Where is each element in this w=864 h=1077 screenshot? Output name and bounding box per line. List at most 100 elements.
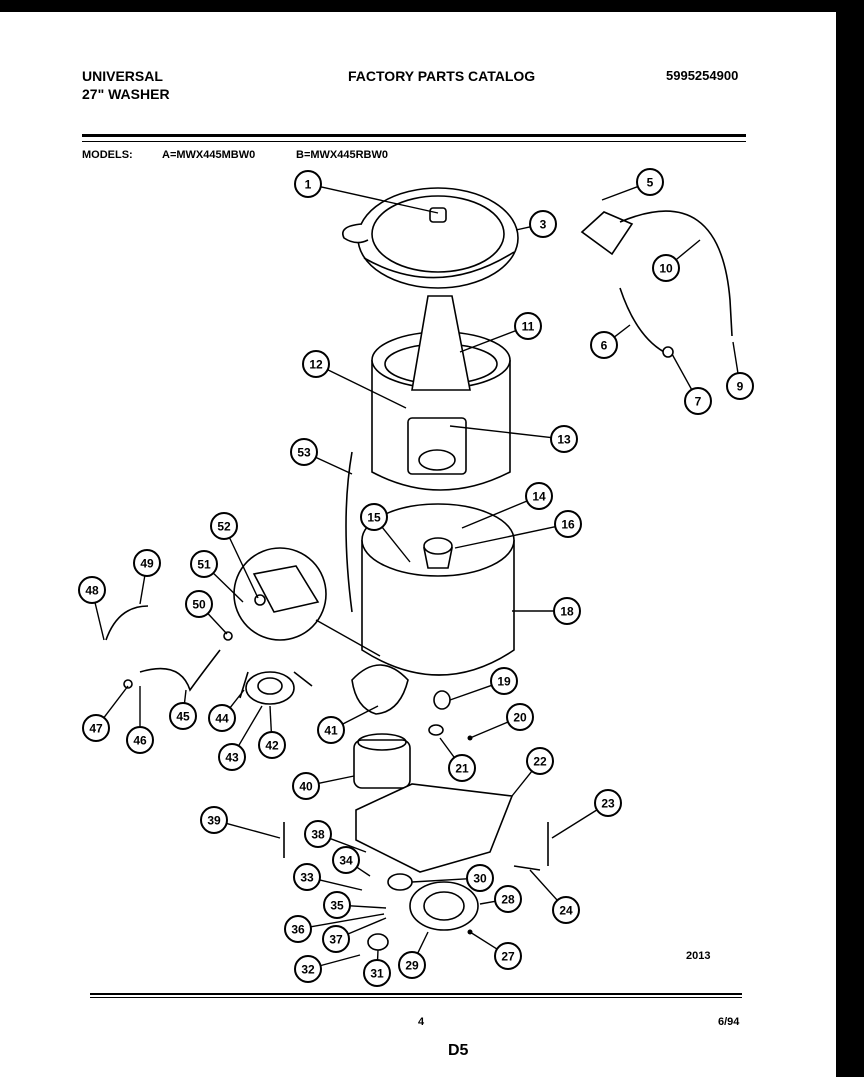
callout-circle-44 <box>208 704 236 732</box>
leader-line-13 <box>449 425 552 439</box>
callout-9: 9 <box>726 372 754 400</box>
callout-51: 51 <box>190 550 218 578</box>
leader-line-53 <box>315 456 353 475</box>
callout-number-44: 44 <box>215 712 229 726</box>
callout-number-27: 27 <box>501 950 515 964</box>
leader-line-33 <box>319 879 363 891</box>
section-code: D5 <box>448 1042 469 1059</box>
callout-circle-1 <box>294 170 322 198</box>
callout-number-45: 45 <box>176 710 190 724</box>
callout-number-19: 19 <box>497 675 511 689</box>
callout-circle-13 <box>550 425 578 453</box>
callout-35: 35 <box>323 891 351 919</box>
callout-number-30: 30 <box>473 872 487 886</box>
callout-1: 1 <box>294 170 322 198</box>
callout-circle-51 <box>190 550 218 578</box>
callout-38: 38 <box>304 820 332 848</box>
footer-rule-thick <box>90 993 742 995</box>
leader-line-35 <box>349 905 387 909</box>
leader-line-49 <box>139 575 146 605</box>
callout-31: 31 <box>363 959 391 987</box>
callout-circle-42 <box>258 731 286 759</box>
callout-number-43: 43 <box>225 751 239 765</box>
leader-line-12 <box>327 369 407 409</box>
callout-circle-7 <box>684 387 712 415</box>
callout-number-49: 49 <box>140 557 154 571</box>
callout-53: 53 <box>290 438 318 466</box>
callout-circle-18 <box>553 597 581 625</box>
leader-line-40 <box>318 775 355 785</box>
catalog-date: 6/94 <box>718 1016 740 1028</box>
callout-number-41: 41 <box>324 724 338 738</box>
leader-line-50 <box>207 613 228 635</box>
callout-16: 16 <box>554 510 582 538</box>
callout-40: 40 <box>292 772 320 800</box>
callout-7: 7 <box>684 387 712 415</box>
callout-number-46: 46 <box>133 734 147 748</box>
leader-line-23 <box>551 809 598 839</box>
leader-line-52 <box>228 537 259 599</box>
callout-number-1: 1 <box>305 178 312 192</box>
callout-number-13: 13 <box>557 433 571 447</box>
callout-18: 18 <box>553 597 581 625</box>
callout-number-31: 31 <box>370 967 384 981</box>
washer-part <box>428 724 444 736</box>
callout-circle-10 <box>652 254 680 282</box>
leader-line-34 <box>356 866 371 877</box>
callout-circle-9 <box>726 372 754 400</box>
leader-lines <box>94 185 739 967</box>
callout-number-10: 10 <box>659 262 673 276</box>
leader-line-3 <box>515 226 531 231</box>
callout-10: 10 <box>652 254 680 282</box>
callout-number-5: 5 <box>647 176 654 190</box>
callout-6: 6 <box>590 331 618 359</box>
callout-circle-28 <box>494 885 522 913</box>
product-name: 27" WASHER <box>82 86 170 102</box>
callout-number-29: 29 <box>405 959 419 973</box>
callout-number-18: 18 <box>560 605 574 619</box>
callout-circle-22 <box>526 747 554 775</box>
parts-artwork <box>105 187 733 951</box>
callout-34: 34 <box>332 846 360 874</box>
leader-line-9 <box>732 341 739 374</box>
callout-circle-16 <box>554 510 582 538</box>
callout-number-7: 7 <box>695 395 702 409</box>
callout-circle-6 <box>590 331 618 359</box>
callout-number-22: 22 <box>533 755 547 769</box>
inlet-hose <box>580 210 733 358</box>
callout-49: 49 <box>133 549 161 577</box>
callout-number-6: 6 <box>601 339 608 353</box>
callout-number-23: 23 <box>601 797 615 811</box>
callout-number-14: 14 <box>532 490 546 504</box>
callout-circle-35 <box>323 891 351 919</box>
callout-43: 43 <box>218 743 246 771</box>
leader-line-48 <box>94 602 105 641</box>
brand-name: UNIVERSAL <box>82 68 163 84</box>
scan-top-edge <box>0 0 864 12</box>
callout-15: 15 <box>360 503 388 531</box>
callout-circle-27 <box>494 942 522 970</box>
callout-21: 21 <box>448 754 476 782</box>
callout-circle-39 <box>200 806 228 834</box>
callout-number-48: 48 <box>85 584 99 598</box>
callout-29: 29 <box>398 951 426 979</box>
callout-circle-21 <box>448 754 476 782</box>
leader-line-42 <box>269 705 273 733</box>
callout-number-40: 40 <box>299 780 313 794</box>
leader-line-22 <box>511 770 533 797</box>
callout-20: 20 <box>506 703 534 731</box>
callout-47: 47 <box>82 714 110 742</box>
leader-line-47 <box>103 685 129 719</box>
callout-circle-5 <box>636 168 664 196</box>
clutch-part <box>387 873 413 891</box>
callout-circle-29 <box>398 951 426 979</box>
callout-28: 28 <box>494 885 522 913</box>
leader-line-21 <box>439 737 455 758</box>
callout-circle-46 <box>126 726 154 754</box>
leader-line-41 <box>342 705 379 725</box>
leader-line-32 <box>320 954 361 967</box>
callout-48: 48 <box>78 576 106 604</box>
callout-circle-34 <box>332 846 360 874</box>
base-frame <box>355 783 514 873</box>
